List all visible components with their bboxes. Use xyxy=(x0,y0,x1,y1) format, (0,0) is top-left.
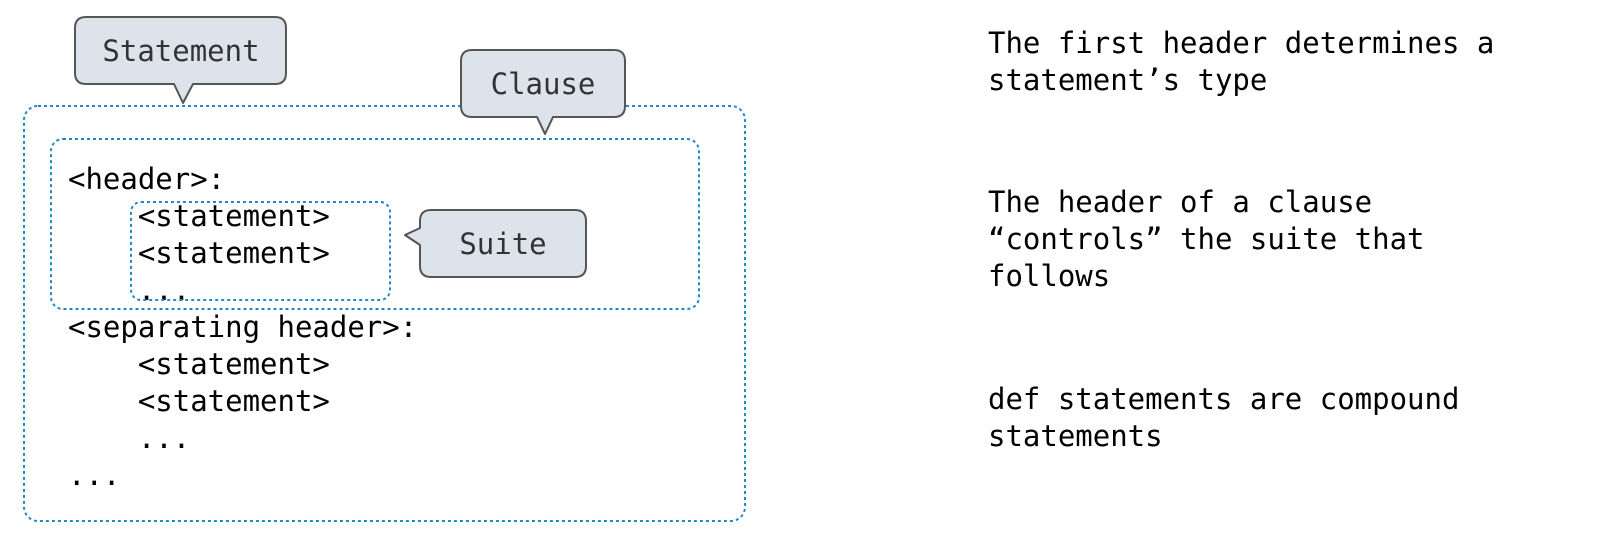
code-line-statement: <statement> xyxy=(68,236,330,270)
note-first-header: The first header determines a statement’… xyxy=(988,26,1495,97)
code-line-statement: <statement> xyxy=(68,199,330,233)
suite-callout xyxy=(404,209,587,278)
suite-callout-label: Suite xyxy=(459,227,546,261)
clause-callout-label: Clause xyxy=(491,67,596,101)
code-line-ellipsis: ... xyxy=(68,273,190,307)
code-line-header: <header>: xyxy=(68,162,225,196)
code-line-separating-header: <separating header>: xyxy=(68,310,417,344)
code-line-ellipsis: ... xyxy=(68,421,190,455)
statement-callout xyxy=(74,16,287,104)
statement-box xyxy=(23,105,746,522)
statement-callout-label: Statement xyxy=(102,34,259,68)
clause-box xyxy=(50,138,700,310)
note-clause-header: The header of a clause “controls” the su… xyxy=(988,185,1425,293)
code-line-ellipsis: ... xyxy=(68,458,120,492)
clause-callout xyxy=(460,49,626,135)
note-def-statements: def statements are compound statements xyxy=(988,382,1460,453)
code-line-statement: <statement> xyxy=(68,384,330,418)
code-line-statement: <statement> xyxy=(68,347,330,381)
